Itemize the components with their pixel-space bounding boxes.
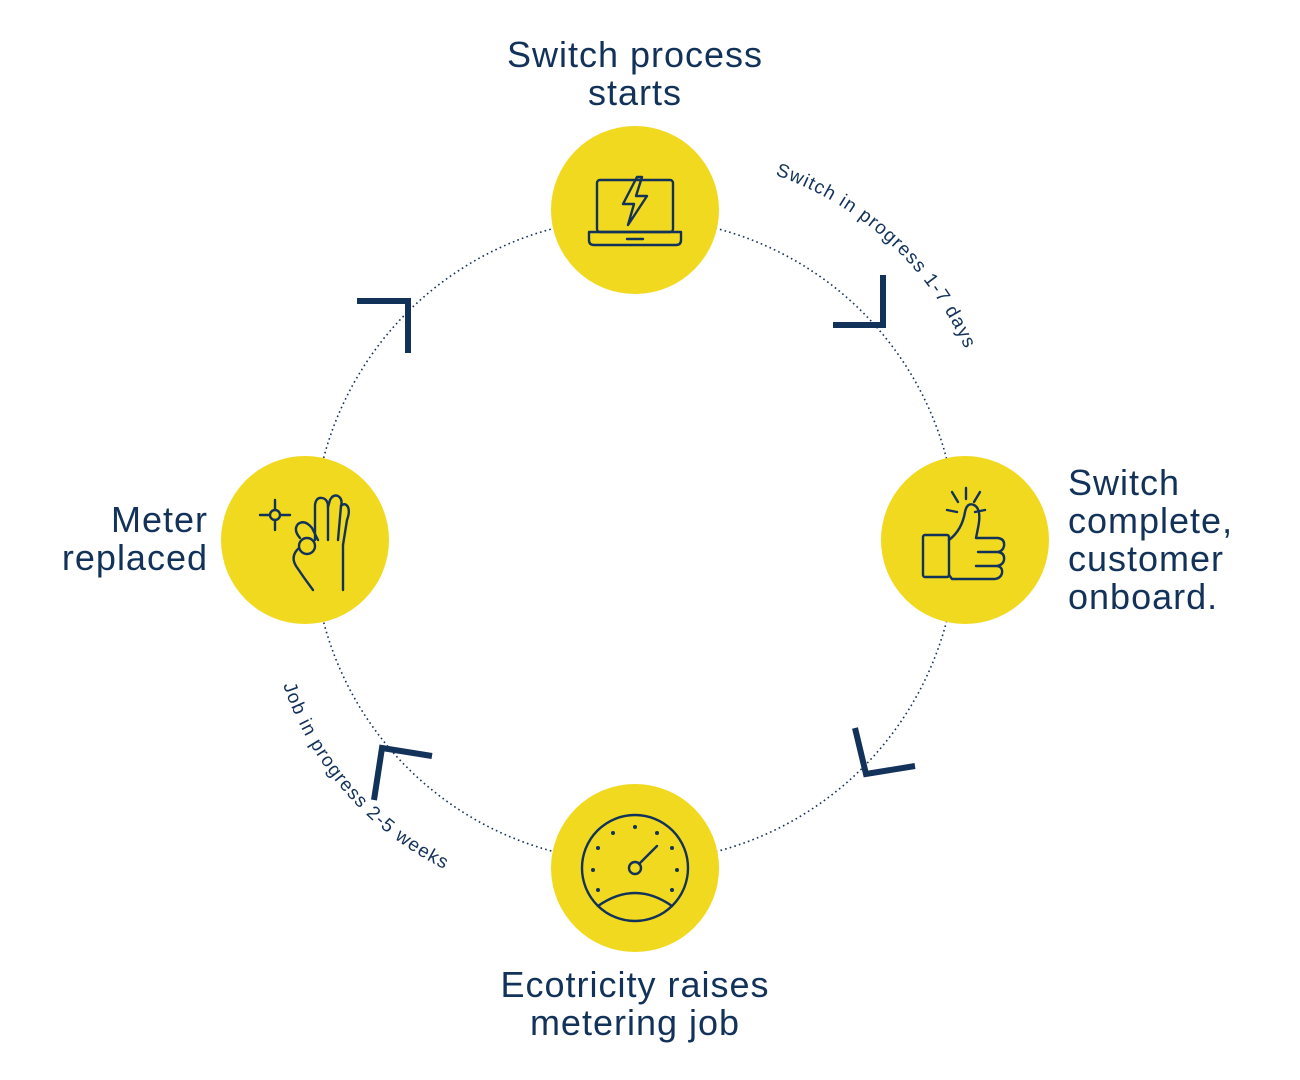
stage-label-line: Switch process bbox=[506, 34, 764, 75]
stage-label-switch-complete: Switch complete, customer onboard. bbox=[1068, 464, 1288, 616]
stage-label-line: Ecotricity raises bbox=[500, 964, 770, 1005]
stage-label-line: onboard. bbox=[1068, 576, 1219, 617]
stage-label-line: complete, bbox=[1068, 500, 1234, 541]
stage-label-switch-starts: Switch process starts bbox=[485, 36, 785, 112]
laptop-lightning-icon bbox=[587, 175, 683, 247]
stage-label-line: starts bbox=[587, 72, 682, 113]
node-switch-complete bbox=[881, 456, 1049, 624]
stage-label-meter-replaced: Meter replaced bbox=[10, 501, 208, 577]
arrow-chevron-upper-left bbox=[357, 298, 411, 353]
speedometer-icon bbox=[580, 813, 690, 923]
duration-label-job: Job in progress 2-5 weeks bbox=[278, 680, 452, 875]
stage-label-metering-job: Ecotricity raises metering job bbox=[460, 966, 810, 1042]
arrow-chevron-upper-right bbox=[833, 275, 886, 328]
ok-hand-icon bbox=[258, 494, 350, 592]
node-switch-starts bbox=[551, 126, 719, 294]
stage-label-line: customer bbox=[1068, 538, 1225, 579]
stage-label-line: replaced bbox=[61, 537, 208, 578]
arrow-chevron-lower-right bbox=[852, 727, 916, 778]
node-metering-job bbox=[551, 784, 719, 952]
stage-label-line: Meter bbox=[110, 499, 208, 540]
node-meter-replaced bbox=[221, 456, 389, 624]
arrow-chevron-lower-left bbox=[371, 744, 433, 801]
stage-label-line: metering job bbox=[529, 1002, 741, 1043]
thumbs-up-icon bbox=[921, 486, 1006, 581]
stage-label-line: Switch bbox=[1068, 462, 1181, 503]
